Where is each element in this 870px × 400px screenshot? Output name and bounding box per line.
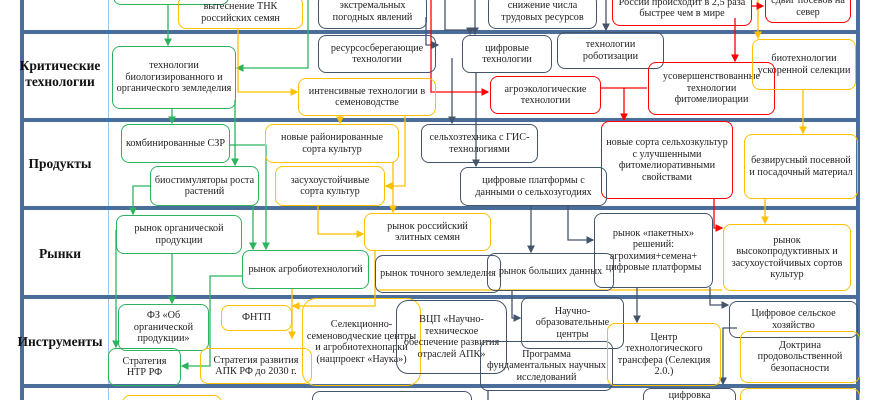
- trend-labor: снижение числа трудовых ресурсов: [488, 0, 597, 29]
- market-productive: рынок высокопродуктивных и засухоустойчи…: [723, 224, 851, 291]
- instrument-transfer: Центр технологического трансфера (Селекц…: [607, 323, 721, 386]
- trend-weather: экстремальных погодных явлений: [318, 0, 427, 29]
- market-bigdata: рынок больших данных: [487, 253, 614, 291]
- product-biostim: биостимуляторы роста растений: [150, 166, 259, 206]
- product-gis: сельхозтехника с ГИС-технологиями: [421, 124, 538, 163]
- label-column-divider: [108, 0, 109, 400]
- row-divider: [20, 206, 858, 210]
- row-label-technologies: Критические технологии: [19, 58, 101, 89]
- market-precision: рынок точного земледелия: [375, 255, 501, 293]
- product-varieties: новые районированные сорта культур: [265, 124, 399, 163]
- bottom-box-cropped: [122, 395, 222, 400]
- row-divider: [20, 384, 858, 388]
- tech-robot: технологии роботизации: [557, 32, 664, 69]
- instrument-fundamental: Программа фундаментальных научных исслед…: [480, 341, 613, 391]
- market-elite: рынок российский элитных семян: [364, 213, 491, 251]
- tech-biotech: биотехнологии ускоренной селекции: [752, 39, 856, 90]
- instrument-ntr: Стратегия НТР РФ: [108, 348, 181, 386]
- tech-resource: ресурсосберегающие технологии: [318, 35, 436, 73]
- product-phyto-varieties: новые сорта сельхозкультур с улучшенными…: [601, 121, 733, 199]
- product-platforms: цифровые платформы с данными о сельхозуг…: [460, 167, 607, 206]
- market-organic: рынок органической продукции: [116, 215, 242, 254]
- trend-climate: России происходит в 2,5 раза быстрее чем…: [612, 0, 752, 26]
- row-divider: [20, 118, 858, 122]
- tech-organic: технологии биологизированного и органиче…: [112, 46, 236, 109]
- bottom-box-cropped: [740, 388, 860, 400]
- instrument-digital-agri: Цифровое сельское хозяйство: [729, 301, 858, 338]
- product-drought: засухоустойчивые сорта культур: [275, 166, 385, 206]
- market-package: рынок «пакетных» решений: агрохимия+семе…: [594, 213, 713, 288]
- instrument-apk: Стратегия развития АПК РФ до 2030 г.: [200, 348, 312, 384]
- product-szr: комбинированные СЗР: [121, 124, 230, 163]
- bottom-box-cropped: [312, 391, 472, 400]
- row-label-products: Продукты: [28, 156, 92, 171]
- instrument-fntp: ФНТП: [221, 305, 292, 331]
- trend-tnk: вытеснение ТНК российских семян: [178, 0, 303, 29]
- instrument-vcp: ВЦП «Научно-техническое обеспечение разв…: [396, 300, 507, 374]
- product-virusfree: безвирусный посевной и посадочный матери…: [744, 134, 858, 199]
- grid-left-border: [20, 0, 24, 400]
- row-divider: [20, 295, 858, 299]
- tech-phyto: усовершенствованные технологии фитомелио…: [648, 62, 775, 115]
- grid-right-border: [856, 0, 860, 400]
- trend-north: сдвиг посевов на север: [765, 0, 851, 23]
- tech-digital: цифровые технологии: [462, 35, 552, 73]
- tech-seed-intensive: интенсивные технологии в семеноводстве: [298, 78, 436, 116]
- instrument-centers: Селекционно-семеноводческие центры и агр…: [302, 298, 421, 386]
- instrument-doctrine: Доктрина продовольственной безопасности: [740, 331, 860, 383]
- tech-agroeco: агроэкологические технологии: [490, 76, 601, 114]
- row-label-instruments: Инструменты: [17, 334, 103, 349]
- market-agrobio: рынок агробиотехнологий: [242, 250, 369, 289]
- instrument-fz: ФЗ «Об органической продукции»: [118, 304, 209, 351]
- bottom-digital: цифровка: [643, 388, 736, 400]
- row-divider: [20, 30, 858, 34]
- row-label-markets: Рынки: [38, 246, 82, 261]
